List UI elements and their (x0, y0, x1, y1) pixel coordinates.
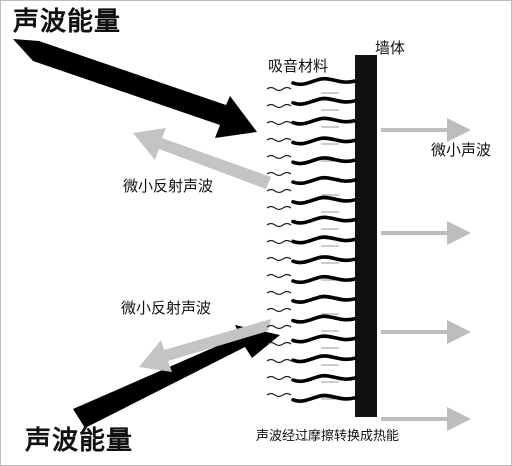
fiber (291, 215, 357, 225)
wave-mark (266, 290, 292, 296)
fiber (291, 136, 357, 146)
energy-label-top: 声波能量 (13, 7, 122, 37)
fiber (291, 393, 357, 403)
fiber (291, 195, 357, 205)
wave-mark (266, 256, 292, 262)
wave-mark (266, 120, 292, 126)
fiber (291, 175, 357, 186)
wave-mark (266, 171, 292, 177)
reflected-arrow-top (133, 128, 271, 189)
reflected-arrow-bottom (139, 319, 271, 372)
energy-label-bottom: 声波能量 (25, 426, 134, 456)
fiber (291, 314, 357, 324)
absorber-fibers (291, 76, 357, 403)
wave-mark (266, 103, 292, 109)
wall (355, 55, 377, 417)
wall-label: 墙体 (375, 39, 406, 57)
wave-mark (266, 239, 292, 245)
wave-mark (266, 307, 292, 313)
fiber (291, 373, 357, 384)
fiber (291, 96, 357, 106)
wave-mark (266, 324, 292, 330)
wave-mark (266, 358, 292, 364)
fiber (291, 235, 357, 245)
fiber (291, 255, 357, 265)
fiber (291, 294, 357, 304)
wave-mark (266, 137, 292, 143)
transmitted-label: 微小声波 (431, 141, 492, 159)
fiber (291, 76, 357, 87)
fiber (291, 274, 357, 285)
wave-mark (266, 222, 292, 228)
wave-mark (266, 392, 292, 398)
wave-mark (266, 154, 292, 160)
reflected-label-bottom: 微小反射声波 (121, 299, 212, 317)
reflected-label-top: 微小反射声波 (123, 177, 214, 195)
incident-arrow-top (13, 39, 257, 138)
wave-mark (266, 273, 292, 279)
incident-arrow-bottom (73, 325, 280, 428)
fiber (291, 116, 357, 126)
absorber-label: 吸音材料 (268, 57, 329, 75)
wave-mark (266, 205, 292, 211)
wave-mark (266, 375, 292, 381)
conversion-label: 声波经过摩擦转换成热能 (256, 429, 400, 444)
transmitted-arrows (381, 118, 471, 431)
wave-mark (266, 86, 292, 92)
small-wave-marks (266, 86, 339, 400)
fiber (291, 334, 357, 344)
fiber (291, 156, 357, 166)
wave-mark (266, 341, 292, 347)
fiber (291, 354, 357, 364)
wave-mark (266, 188, 292, 194)
